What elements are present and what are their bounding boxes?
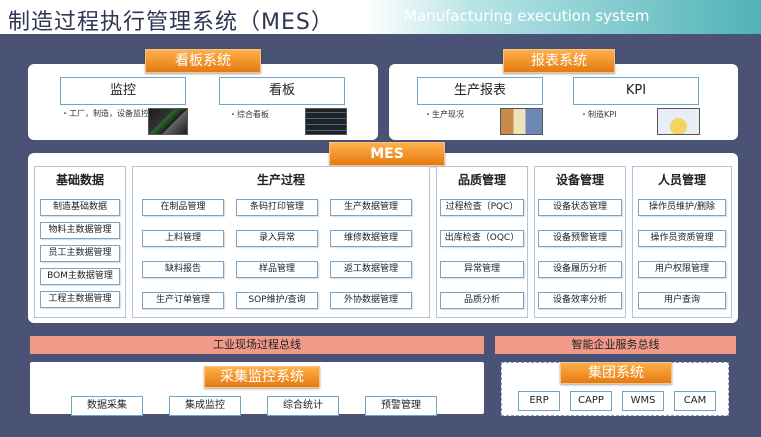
process-item[interactable]: 上料管理 (142, 230, 224, 247)
quality-management-heading: 品质管理 (457, 173, 506, 187)
enterprise-service-bus: 智能企业服务总线 (495, 336, 736, 354)
process-item[interactable]: 返工数据管理 (330, 261, 412, 278)
basic-data-heading: 基础数据 (55, 173, 104, 187)
process-item[interactable]: 生产订单管理 (142, 292, 224, 309)
collection-item[interactable]: 综合统计 (267, 396, 339, 416)
process-item[interactable]: SOP维护/查询 (236, 292, 318, 309)
group-item-capp[interactable]: CAPP (570, 391, 612, 411)
personnel-item[interactable]: 操作员资质管理 (638, 230, 726, 247)
process-item[interactable]: 录入异常 (236, 230, 318, 247)
basic-data-item[interactable]: 制造基础数据 (40, 199, 120, 216)
basic-data-item[interactable]: 物料主数据管理 (40, 222, 120, 239)
basic-data-item[interactable]: 工程主数据管理 (40, 291, 120, 308)
quality-item[interactable]: 品质分析 (440, 292, 524, 309)
production-report-tile[interactable]: 生产报表 (417, 77, 543, 105)
process-item[interactable]: 样品管理 (236, 261, 318, 278)
mes-label[interactable]: MES (329, 142, 445, 166)
process-item[interactable]: 缺料报告 (142, 261, 224, 278)
group-system-label[interactable]: 集团系统 (560, 362, 672, 384)
page-subtitle: Manufacturing execution system (404, 7, 650, 25)
monitor-tile[interactable]: 监控 (60, 77, 186, 105)
group-item-erp[interactable]: ERP (518, 391, 560, 411)
equipment-item[interactable]: 设备预警管理 (538, 230, 622, 247)
quality-item[interactable]: 出库检查（OQC） (440, 230, 524, 247)
basic-data-item[interactable]: 员工主数据管理 (40, 245, 120, 262)
personnel-item[interactable]: 操作员维护/删除 (638, 199, 726, 216)
board-tile[interactable]: 看板 (219, 77, 345, 105)
quality-item[interactable]: 过程检查（PQC） (440, 199, 524, 216)
title-bar: 制造过程执行管理系统（MES） Manufacturing execution … (0, 0, 761, 35)
kpi-tile[interactable]: KPI (573, 77, 699, 105)
process-item[interactable]: 在制品管理 (142, 199, 224, 216)
board-note: ・综合看板 (229, 110, 269, 119)
personnel-item[interactable]: 用户查询 (638, 292, 726, 309)
process-item[interactable]: 维修数据管理 (330, 230, 412, 247)
quality-item[interactable]: 异常管理 (440, 261, 524, 278)
report-system-label[interactable]: 报表系统 (503, 49, 615, 73)
equipment-management-heading: 设备管理 (555, 173, 604, 187)
process-item[interactable]: 外协数据管理 (330, 292, 412, 309)
monitor-note: ・工厂，制造，设备监控 (61, 109, 149, 118)
production-report-note: ・生产现况 (424, 110, 464, 119)
field-process-bus: 工业现场过程总线 (30, 336, 484, 354)
personnel-management-heading: 人员管理 (657, 173, 706, 187)
equipment-item[interactable]: 设备履历分析 (538, 261, 622, 278)
group-item-wms[interactable]: WMS (622, 391, 664, 411)
production-process-heading: 生产过程 (256, 173, 305, 187)
collection-system-label[interactable]: 采集监控系统 (204, 366, 320, 388)
equipment-item[interactable]: 设备效率分析 (538, 292, 622, 309)
process-item[interactable]: 条码打印管理 (236, 199, 318, 216)
board-screen-image (305, 108, 347, 135)
collection-item[interactable]: 集成监控 (169, 396, 241, 416)
kanban-system-label[interactable]: 看板系统 (145, 49, 261, 73)
group-item-cam[interactable]: CAM (674, 391, 716, 411)
monitor-screen-image (148, 108, 188, 135)
production-report-image (500, 108, 543, 135)
process-item[interactable]: 生产数据管理 (330, 199, 412, 216)
basic-data-item[interactable]: BOM主数据管理 (40, 268, 120, 285)
personnel-item[interactable]: 用户权限管理 (638, 261, 726, 278)
kpi-chart-image (657, 108, 700, 135)
collection-item[interactable]: 预警管理 (365, 396, 437, 416)
kpi-note: ・制造KPI (580, 110, 617, 119)
collection-item[interactable]: 数据采集 (71, 396, 143, 416)
equipment-item[interactable]: 设备状态管理 (538, 199, 622, 216)
architecture-panel: 看板系统 监控 看板 ・工厂，制造，设备监控 ・综合看板 报表系统 生产报表 K… (0, 34, 761, 437)
page-title: 制造过程执行管理系统（MES） (8, 10, 334, 35)
